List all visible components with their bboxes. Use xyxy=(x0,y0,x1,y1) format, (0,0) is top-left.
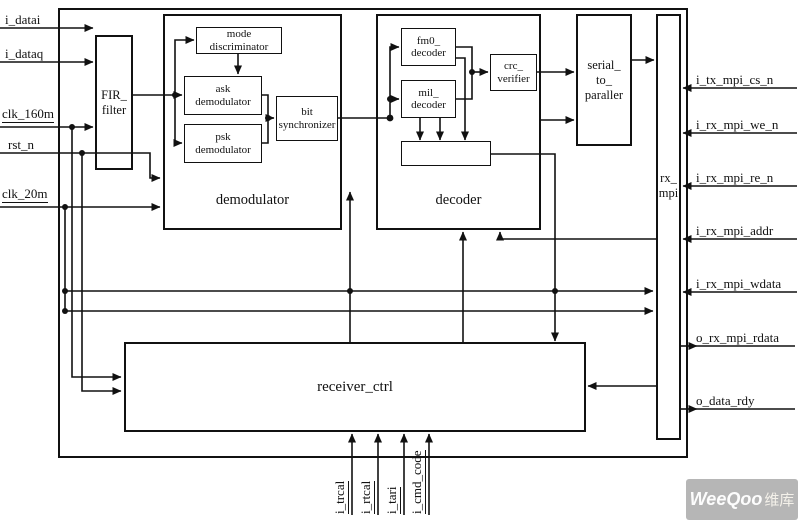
signal-i-rx-mpi-re-n: i_rx_mpi_re_n xyxy=(696,170,774,185)
serial-to-paraller-block: serial_ to_ paraller xyxy=(576,14,632,146)
decoder-output-mux-block xyxy=(401,141,491,166)
junction-dots xyxy=(62,69,558,314)
decoder-label: decoder xyxy=(435,192,482,208)
demodulator-label: demodulator xyxy=(215,192,290,208)
signal-i-rx-mpi-addr: i_rx_mpi_addr xyxy=(696,223,774,238)
signal-i-rx-mpi-wdata: i_rx_mpi_wdata xyxy=(696,276,782,291)
mil-decoder-block: mil_decoder xyxy=(401,80,456,118)
rx-mpi-block: rx_mpi xyxy=(656,14,681,440)
signal-i-tari: i_tari xyxy=(384,486,401,514)
fir-filter-block: FIR_filter xyxy=(95,35,133,170)
crc-verifier-block: crc_verifier xyxy=(490,54,537,91)
signal-i-rx-mpi-we-n: i_rx_mpi_we_n xyxy=(696,117,779,132)
fm0-decoder-label: fm0_decoder xyxy=(411,34,446,60)
serial-to-paraller-label: serial_ to_ paraller xyxy=(584,57,624,102)
signal-i-trcal: i_trcal xyxy=(332,480,349,514)
mil-decoder-label: mil_decoder xyxy=(411,86,446,112)
signal-i-datai: i_datai xyxy=(5,12,41,27)
decoder-block: decoder xyxy=(376,14,541,230)
signal-i-tx-mpi-cs-n: i_tx_mpi_cs_n xyxy=(696,72,774,87)
fir-filter-label: FIR_filter xyxy=(101,87,127,117)
rx-mpi-label: rx_mpi xyxy=(658,171,679,200)
signal-rst-n: rst_n xyxy=(8,137,34,152)
signal-o-data-rdy: o_data_rdy xyxy=(696,393,755,408)
signal-i-dataq: i_dataq xyxy=(5,46,44,61)
signal-i-rtcal: i_rtcal xyxy=(358,480,375,514)
receiver-ctrl-label: receiver_ctrl xyxy=(317,378,393,395)
signal-clk-160m: clk_160m xyxy=(2,106,54,123)
watermark-brand: WeeQoo xyxy=(689,489,763,509)
watermark-badge: WeeQoo 维库 xyxy=(686,479,798,520)
signal-o-rx-mpi-rdata: o_rx_mpi_rdata xyxy=(696,330,780,345)
receiver-ctrl-block: receiver_ctrl xyxy=(124,342,586,432)
fm0-decoder-block: fm0_decoder xyxy=(401,28,456,66)
signal-i-cmd-code: i_cmd_code xyxy=(409,450,426,514)
demodulator-block: demodulator xyxy=(163,14,342,230)
watermark-suffix: 维库 xyxy=(764,492,795,509)
signal-clk-20m: clk_20m xyxy=(2,186,48,203)
chip-boundary xyxy=(58,8,688,458)
crc-verifier-label: crc_verifier xyxy=(497,60,530,85)
